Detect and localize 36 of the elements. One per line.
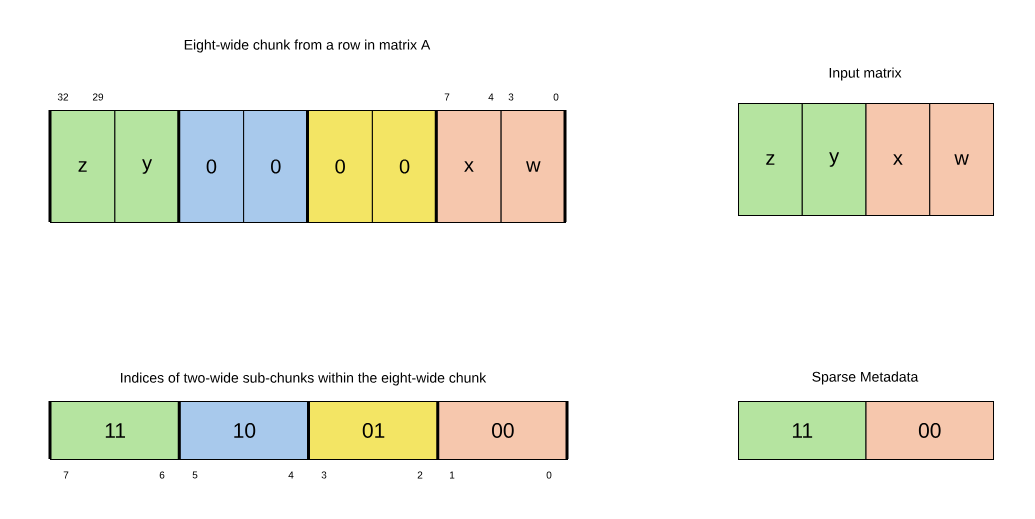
cell: w: [929, 103, 994, 216]
cell: 11: [50, 401, 181, 460]
bit-index: 32: [57, 93, 69, 101]
bit-index: 6: [159, 471, 165, 479]
heading: Input matrix: [829, 67, 902, 81]
cell: 0: [371, 110, 438, 223]
cell: z: [50, 110, 116, 223]
bit-index: 1: [450, 471, 455, 479]
cell: 11: [738, 401, 867, 460]
cell: 01: [308, 401, 439, 460]
bit-index: 3: [508, 93, 514, 101]
bit-index: 5: [192, 471, 198, 479]
cell: 0: [243, 110, 309, 223]
cell: 0: [178, 110, 245, 223]
cell: y: [114, 110, 180, 223]
cell: y: [801, 103, 867, 216]
bit-index: 29: [92, 93, 104, 101]
bit-index: 2: [417, 471, 423, 479]
bit-index: 4: [488, 93, 494, 101]
bit-index: 0: [546, 471, 552, 479]
bit-index: 4: [288, 471, 294, 479]
heading: Sparse Metadata: [812, 371, 919, 385]
cell: 00: [437, 401, 568, 460]
cell: 00: [865, 401, 994, 460]
cell: w: [500, 110, 566, 223]
cell: 0: [307, 110, 373, 223]
cell: z: [738, 103, 803, 216]
bit-index: 7: [444, 93, 450, 101]
bit-index: 3: [321, 471, 327, 479]
heading: Indices of two-wide sub-chunks within the eight-wide chunk: [121, 372, 487, 386]
cell: x: [865, 103, 931, 216]
bit-index: 7: [63, 471, 69, 479]
cell: 10: [179, 401, 310, 460]
heading: Eight-wide chunk from a row in matrix A: [184, 39, 431, 53]
cell: x: [436, 110, 502, 223]
bit-index: 0: [553, 93, 559, 101]
